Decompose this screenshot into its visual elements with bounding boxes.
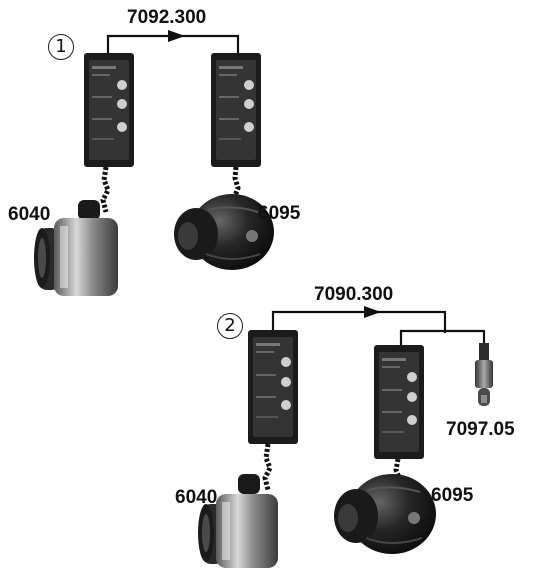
link-cable-2-label: 7090.300 xyxy=(314,284,394,305)
link-cable-2 xyxy=(271,310,447,333)
link-cable-1-label: 7092.300 xyxy=(127,7,207,28)
controller-1-right xyxy=(211,53,261,167)
setup-1-group xyxy=(34,30,486,347)
controller-button-icon xyxy=(117,80,127,90)
controller-button-icon xyxy=(244,80,254,90)
step-number-2: 2 xyxy=(217,313,243,339)
link-cable-1-arrow-icon xyxy=(168,30,185,42)
setup-2-group xyxy=(198,330,493,568)
pump-6040-1-label: 6040 xyxy=(8,204,51,225)
sensor-7097-image xyxy=(475,343,493,406)
pump-6095-1-image xyxy=(174,194,274,270)
controller-button-icon xyxy=(117,122,127,132)
pump-6095-2-label: 6095 xyxy=(431,485,474,506)
pump-6095-1-label: 6095 xyxy=(258,203,301,224)
controller-button-icon xyxy=(281,377,291,387)
pump-6040-2-label: 6040 xyxy=(175,487,218,508)
controller-button-icon xyxy=(407,415,417,425)
controller-button-icon xyxy=(281,400,291,410)
pump-6040-1-image xyxy=(34,200,118,296)
pump-cord-2-left xyxy=(262,443,273,491)
sensor-branch-cable xyxy=(399,329,486,347)
step-number-1: 1 xyxy=(48,34,74,60)
sensor-7097-label: 7097.05 xyxy=(446,419,515,440)
controller-1-left xyxy=(84,53,134,167)
pump-6040-2-image xyxy=(198,474,278,568)
controller-2-left xyxy=(248,330,298,444)
controller-button-icon xyxy=(281,357,291,367)
link-cable-2-arrow-icon xyxy=(364,306,381,318)
pump-6095-2-image xyxy=(334,474,436,554)
pump-cord-1-left xyxy=(100,166,111,213)
controller-2-right xyxy=(374,345,424,459)
controller-button-icon xyxy=(244,122,254,132)
controller-button-icon xyxy=(407,372,417,382)
controller-button-icon xyxy=(407,392,417,402)
controller-button-icon xyxy=(117,99,127,109)
controller-button-icon xyxy=(244,99,254,109)
